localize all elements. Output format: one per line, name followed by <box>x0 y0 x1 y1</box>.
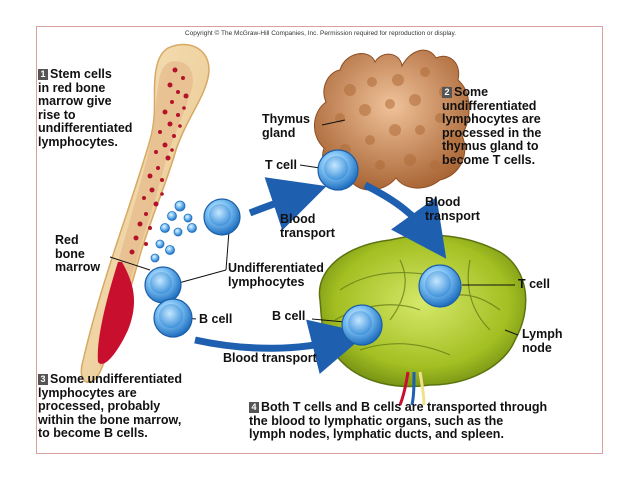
t-cell-thymus <box>317 149 359 191</box>
blood-transport-label-3: Blood transport <box>223 351 317 365</box>
b-cell-node <box>341 304 383 346</box>
marrow-dots <box>129 67 189 255</box>
step-4-text: Both T cells and B cells are transported… <box>249 400 548 441</box>
b-cell-marrow <box>153 298 193 338</box>
step-2-number: 2 <box>442 87 452 98</box>
transport-arrows <box>194 177 447 374</box>
step-1-text: Stem cells in red bone marrow give rise … <box>38 67 133 149</box>
step-4-number: 4 <box>249 402 259 413</box>
t-cell-node-label: T cell <box>518 277 550 291</box>
thymus-gland-illustration <box>314 49 470 191</box>
step-1-number: 1 <box>38 69 48 80</box>
undifferentiated-lymphocyte-upper <box>203 198 241 236</box>
thymus-gland-label: Thymus gland <box>262 112 310 140</box>
blood-transport-label-1: Blood transport <box>280 212 335 240</box>
step-3-number: 3 <box>38 374 48 385</box>
step-2-text: Some undifferentiated lymphocytes are pr… <box>442 85 542 167</box>
undifferentiated-lymphocytes-label: Undifferentiated lymphocytes <box>228 261 324 289</box>
undifferentiated-lymphocyte-lower <box>144 266 182 304</box>
red-bone-marrow-label: Red bone marrow <box>55 233 101 274</box>
blood-transport-label-2: Blood transport <box>425 195 480 223</box>
b-cell-node-label: B cell <box>272 309 306 323</box>
lymphocyte-cluster <box>150 200 197 263</box>
copyright-notice: Copyright © The McGraw-Hill Companies, I… <box>184 30 457 37</box>
b-cell-marrow-label: B cell <box>199 312 233 326</box>
step-3-text: Some undifferentiated lymphocytes are pr… <box>38 372 182 440</box>
lymph-node-label: Lymph node <box>522 327 563 355</box>
t-cell-thymus-label: T cell <box>265 158 297 172</box>
bone-illustration <box>80 43 210 383</box>
t-cell-node <box>418 264 462 308</box>
